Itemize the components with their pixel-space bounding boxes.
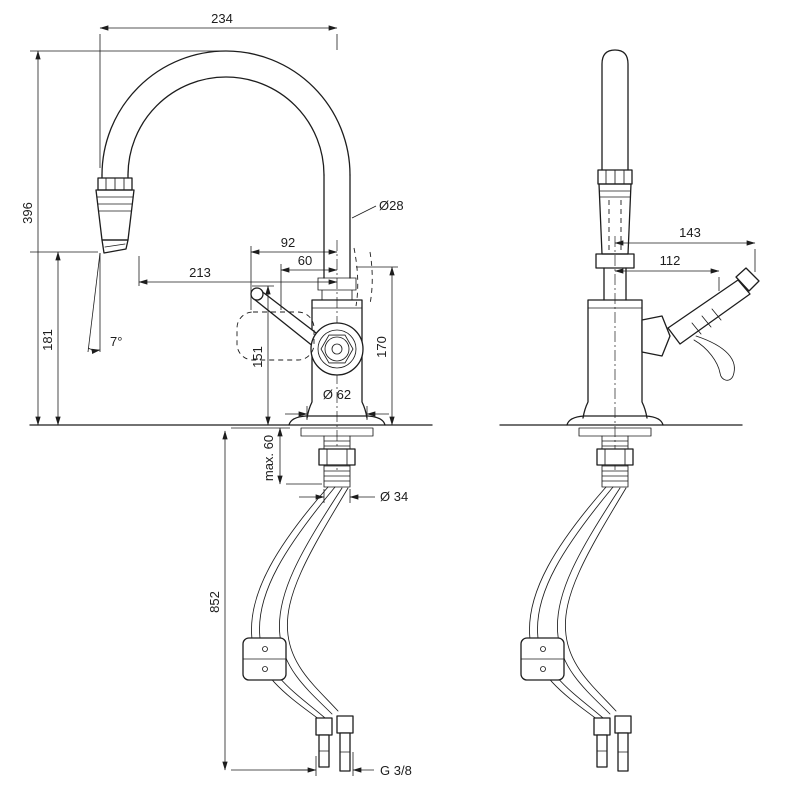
dim-label-396: 396 bbox=[20, 202, 35, 224]
side-base-escutcheon bbox=[566, 415, 664, 426]
dim-62: Ø 62 bbox=[285, 387, 389, 420]
side-body bbox=[566, 299, 664, 426]
handle-lever-side bbox=[641, 267, 760, 381]
dim-396: 396 bbox=[20, 50, 226, 426]
dim-213: 213 bbox=[138, 256, 338, 286]
dim-170: 170 bbox=[356, 266, 398, 426]
dim-28: Ø28 bbox=[351, 198, 404, 219]
dim-label-852: 852 bbox=[207, 591, 222, 613]
dim-label-181: 181 bbox=[40, 329, 55, 351]
dim-label-170: 170 bbox=[374, 336, 389, 358]
front-view: 7° bbox=[29, 50, 433, 772]
dim-852: 852 bbox=[207, 427, 314, 771]
dim-143: 143 bbox=[614, 225, 756, 272]
dim-label-28: Ø28 bbox=[379, 198, 404, 213]
dim-label-92: 92 bbox=[281, 235, 295, 250]
dim-label-60: 60 bbox=[298, 253, 312, 268]
dim-label-112: 112 bbox=[660, 253, 681, 268]
dim-label-213: 213 bbox=[189, 265, 211, 280]
dim-label-143: 143 bbox=[679, 225, 701, 240]
handle-hook bbox=[693, 335, 735, 381]
dim-max60: max. 60 bbox=[261, 427, 322, 485]
dim-112: 112 bbox=[614, 253, 720, 291]
dim-234: 234 bbox=[99, 11, 338, 168]
dim-label-234: 234 bbox=[211, 11, 233, 26]
dim-label-7deg: 7° bbox=[110, 334, 122, 349]
pullout-spray-head bbox=[95, 177, 135, 254]
dim-92: 92 bbox=[250, 235, 338, 310]
dim-181: 181 bbox=[30, 251, 98, 426]
handle-hex-adapter bbox=[641, 315, 671, 357]
dim-60: 60 bbox=[280, 253, 338, 310]
handle-end-cap bbox=[735, 267, 760, 292]
dim-label-151: 151 bbox=[250, 346, 265, 368]
swivel-hidden-lines bbox=[353, 247, 373, 307]
dim-151: 151 bbox=[250, 285, 274, 426]
dim-label-62: Ø 62 bbox=[323, 387, 351, 402]
docked-sprayer-outline bbox=[236, 311, 315, 361]
spray-angle-indicator: 7° bbox=[87, 252, 122, 354]
side-view bbox=[499, 49, 760, 772]
under-counter-assembly-side bbox=[520, 427, 652, 772]
side-spout-column bbox=[595, 49, 635, 301]
dim-label-max60: max. 60 bbox=[261, 435, 276, 481]
spout-collar bbox=[317, 277, 357, 301]
dim-34: Ø 34 bbox=[299, 489, 408, 504]
base-escutcheon bbox=[288, 415, 386, 426]
dim-label-g38: G 3/8 bbox=[380, 763, 412, 778]
spout-arc bbox=[101, 50, 351, 279]
handle-medallion bbox=[310, 322, 364, 376]
dim-label-34: Ø 34 bbox=[380, 489, 408, 504]
dim-g38: G 3/8 bbox=[290, 752, 412, 778]
